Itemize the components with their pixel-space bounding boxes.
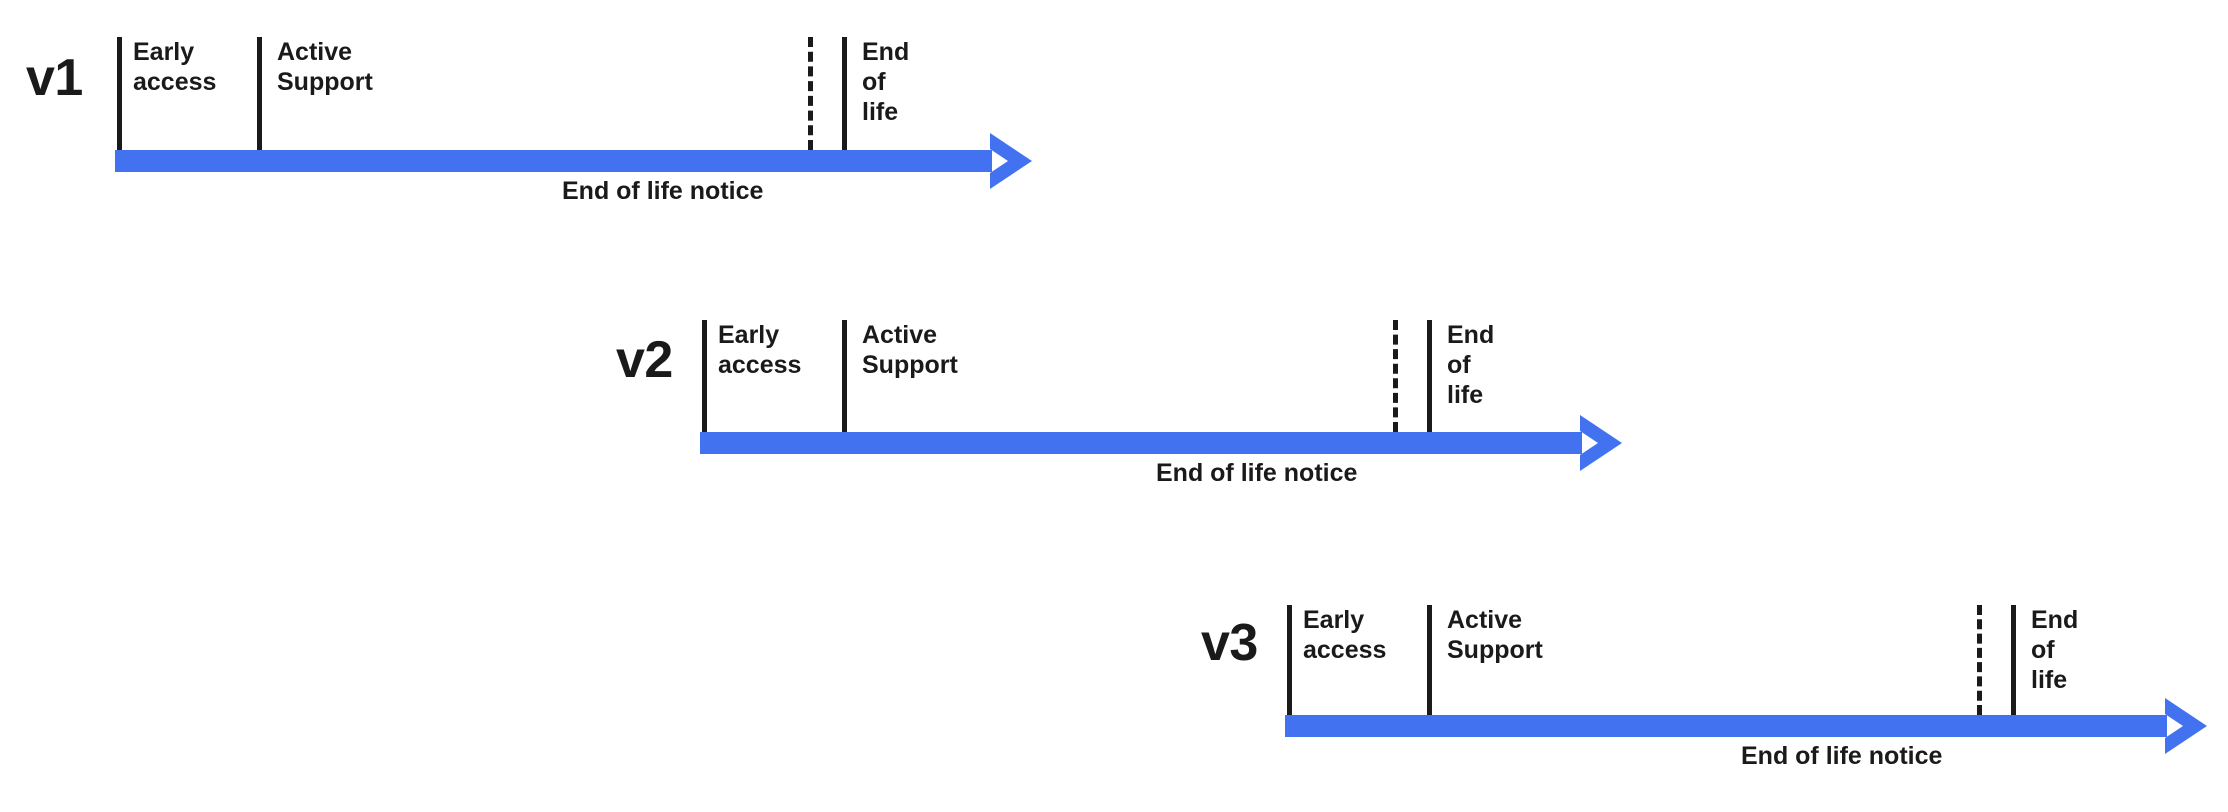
divider-tick-v2-1 [842, 320, 847, 432]
phase-label-v2-0: Early access [718, 321, 802, 379]
arrow-head-icon-v2 [1572, 413, 1632, 473]
phase-label-v2-2: End of life [1447, 321, 1495, 409]
dashed-divider-tick-v1-2 [808, 37, 813, 150]
phase-label-v1-0: Early access [133, 38, 217, 96]
timeline-bar-v2 [700, 432, 1582, 454]
end-of-life-notice-label-v1: End of life notice [562, 177, 764, 205]
phase-label-v1-2: End of life [862, 38, 910, 126]
divider-tick-v1-3 [842, 37, 847, 150]
arrow-head-icon-v3 [2157, 696, 2217, 756]
divider-tick-v3-3 [2011, 605, 2016, 715]
divider-tick-v2-3 [1427, 320, 1432, 432]
phase-label-v1-1: Active Support [277, 38, 373, 96]
arrow-head-icon-v1 [982, 131, 1042, 191]
divider-tick-v3-0 [1287, 605, 1292, 715]
timeline-bar-v3 [1285, 715, 2167, 737]
phase-label-v2-1: Active Support [862, 321, 958, 379]
timeline-bar-v1 [115, 150, 992, 172]
divider-tick-v1-1 [257, 37, 262, 150]
version-label-v3: v3 [1201, 614, 1258, 672]
dashed-divider-tick-v3-2 [1977, 605, 1982, 715]
phase-label-v3-0: Early access [1303, 606, 1387, 664]
version-label-v1: v1 [26, 49, 83, 107]
divider-tick-v3-1 [1427, 605, 1432, 715]
version-label-v2: v2 [616, 331, 673, 389]
end-of-life-notice-label-v2: End of life notice [1156, 459, 1358, 487]
divider-tick-v1-0 [117, 37, 122, 150]
dashed-divider-tick-v2-2 [1393, 320, 1398, 432]
phase-label-v3-2: End of life [2031, 606, 2079, 694]
divider-tick-v2-0 [702, 320, 707, 432]
phase-label-v3-1: Active Support [1447, 606, 1543, 664]
end-of-life-notice-label-v3: End of life notice [1741, 742, 1943, 770]
